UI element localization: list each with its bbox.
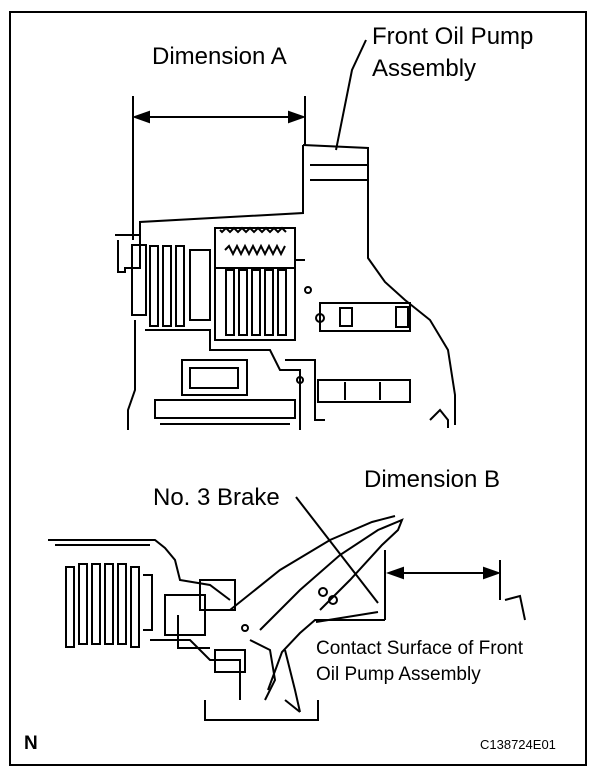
upper-assembly-section bbox=[115, 144, 456, 430]
figure-frame bbox=[9, 11, 587, 766]
no3-brake-label: No. 3 Brake bbox=[153, 484, 280, 511]
dimension-b-label: Dimension B bbox=[364, 466, 501, 493]
contact-surface-label-line2: Oil Pump Assembly bbox=[316, 664, 481, 685]
dimension-a-arrow bbox=[132, 96, 306, 240]
figure-code: C138724E01 bbox=[480, 737, 556, 752]
dimension-a-label: Dimension A bbox=[152, 43, 287, 70]
front-oil-pump-label-line1: Front Oil Pump bbox=[372, 23, 534, 50]
dimension-b-arrow bbox=[384, 550, 501, 620]
lower-assembly-section bbox=[48, 515, 526, 721]
orientation-mark: N bbox=[24, 733, 38, 754]
contact-surface-label-line1: Contact Surface of Front bbox=[316, 638, 523, 659]
no3-brake-leader bbox=[295, 496, 379, 604]
front-oil-pump-label-line2: Assembly bbox=[372, 55, 477, 82]
front-oil-pump-leader bbox=[335, 39, 367, 151]
